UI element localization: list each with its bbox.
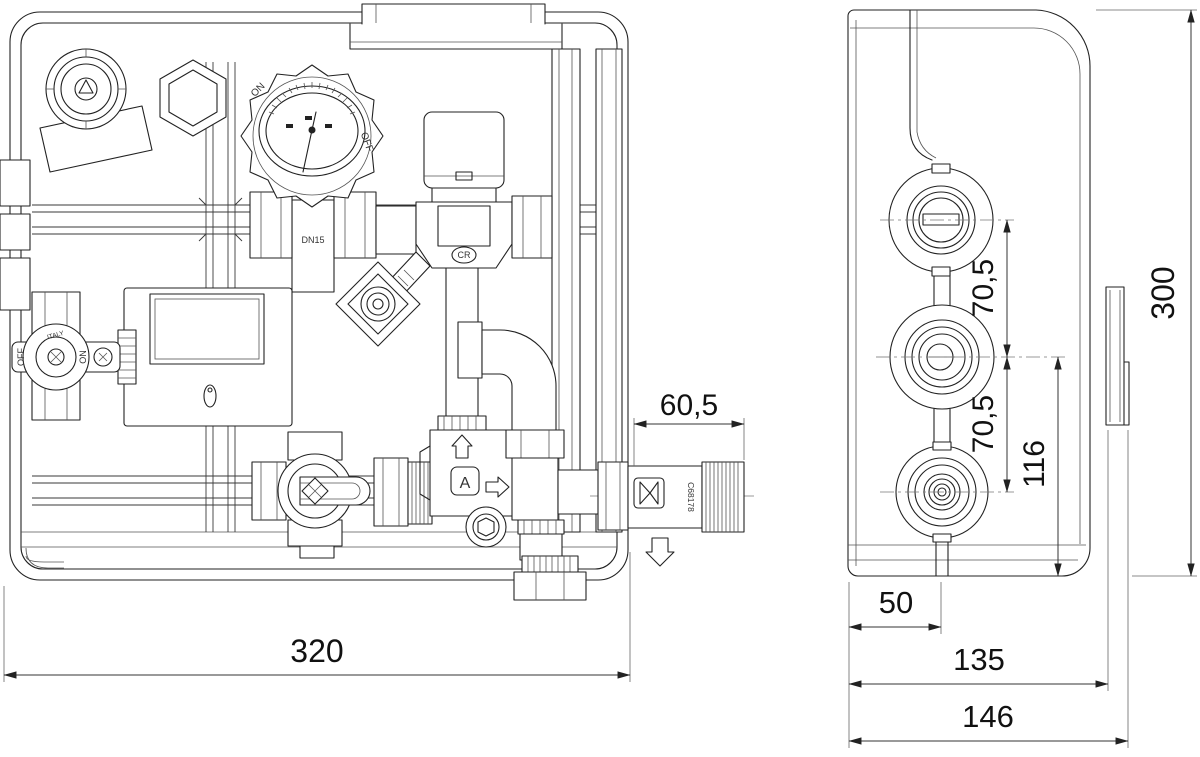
dim-port-spacing-lower-value: 70,5 — [967, 395, 1000, 453]
dim-front-width: 320 — [3, 552, 631, 682]
union-nut-left — [249, 191, 293, 259]
dim-port-axis-depth: 50 — [848, 582, 942, 748]
relief-valve-code: C68178 — [686, 482, 696, 512]
pipe-link — [375, 205, 417, 255]
handle-origin-label: ITALY — [46, 330, 65, 341]
safety-relief-valve: C68178 — [590, 461, 755, 567]
dim-body-depth-value: 135 — [953, 642, 1005, 677]
union-nut — [511, 195, 553, 259]
actuator-cap — [423, 111, 505, 189]
dim-relief-offset-value: 60,5 — [660, 389, 718, 422]
dim-port-spacing-lower: 70,5 — [967, 356, 1011, 493]
mounting-bracket — [1105, 286, 1130, 426]
bypass-valve — [335, 261, 421, 347]
flow-up-arrow-icon — [451, 434, 473, 459]
dim-side-height-value: 300 — [1145, 266, 1181, 319]
check-valve-logo: A — [460, 475, 471, 492]
gauge-ticks — [268, 82, 356, 115]
drain-down-arrow-icon — [645, 537, 675, 567]
flow-right-arrow-icon — [485, 476, 510, 498]
dim-middle-port-height-value: 116 — [1018, 440, 1051, 488]
dim-port-spacing-upper-value: 70,5 — [967, 259, 1000, 317]
bottom-hex-nut — [513, 571, 587, 601]
thermometer-valve: ON OFF DN15 — [240, 64, 384, 293]
air-vent-cap — [39, 48, 153, 173]
screw-slot — [922, 213, 960, 226]
bowtie-logo-icon — [639, 481, 659, 505]
brand-badge — [450, 466, 480, 496]
handle-off-label: OFF — [16, 348, 26, 366]
ball-valve — [251, 431, 433, 559]
dim-overall-depth-value: 146 — [962, 699, 1014, 734]
side-view: 300 70,5 70,5 116 50 135 — [847, 9, 1197, 748]
union-nut — [505, 429, 565, 459]
dim-side-height: 300 — [1096, 9, 1197, 577]
tee-body — [511, 457, 559, 521]
dim-body-depth: 135 — [848, 430, 1109, 691]
dim-port-spacing-upper: 70,5 — [967, 219, 1011, 358]
drain-cap — [465, 506, 507, 548]
insulation-box-side — [847, 9, 1091, 577]
union — [457, 321, 483, 379]
front-view: ON OFF DN15 CR — [0, 3, 755, 682]
handle-screw — [93, 347, 113, 367]
port-centerlines — [876, 219, 1068, 493]
dim-overall-depth: 146 — [848, 430, 1129, 748]
elbow-pipe — [457, 321, 601, 601]
check-valve: A — [419, 415, 523, 548]
dim-middle-port-height: 116 — [1018, 356, 1062, 577]
valve-size-label: DN15 — [301, 235, 324, 245]
union-nut-right — [333, 191, 377, 259]
handle-on-label: ON — [78, 350, 88, 364]
hex-nut — [597, 461, 629, 531]
hex-plug — [159, 59, 227, 137]
valve-stem — [291, 199, 335, 293]
pump-button — [203, 384, 217, 408]
dim-relief-offset: 60,5 — [633, 389, 745, 466]
dim-front-width-value: 320 — [290, 633, 343, 669]
threaded-end — [701, 461, 745, 533]
dim-port-axis-depth-value: 50 — [879, 585, 913, 620]
isolation-valve: OFF ON ITALY — [0, 159, 137, 421]
mixing-valve-logo: CR — [458, 250, 471, 260]
circulation-pump — [123, 287, 293, 427]
union-nut-right — [373, 457, 409, 527]
